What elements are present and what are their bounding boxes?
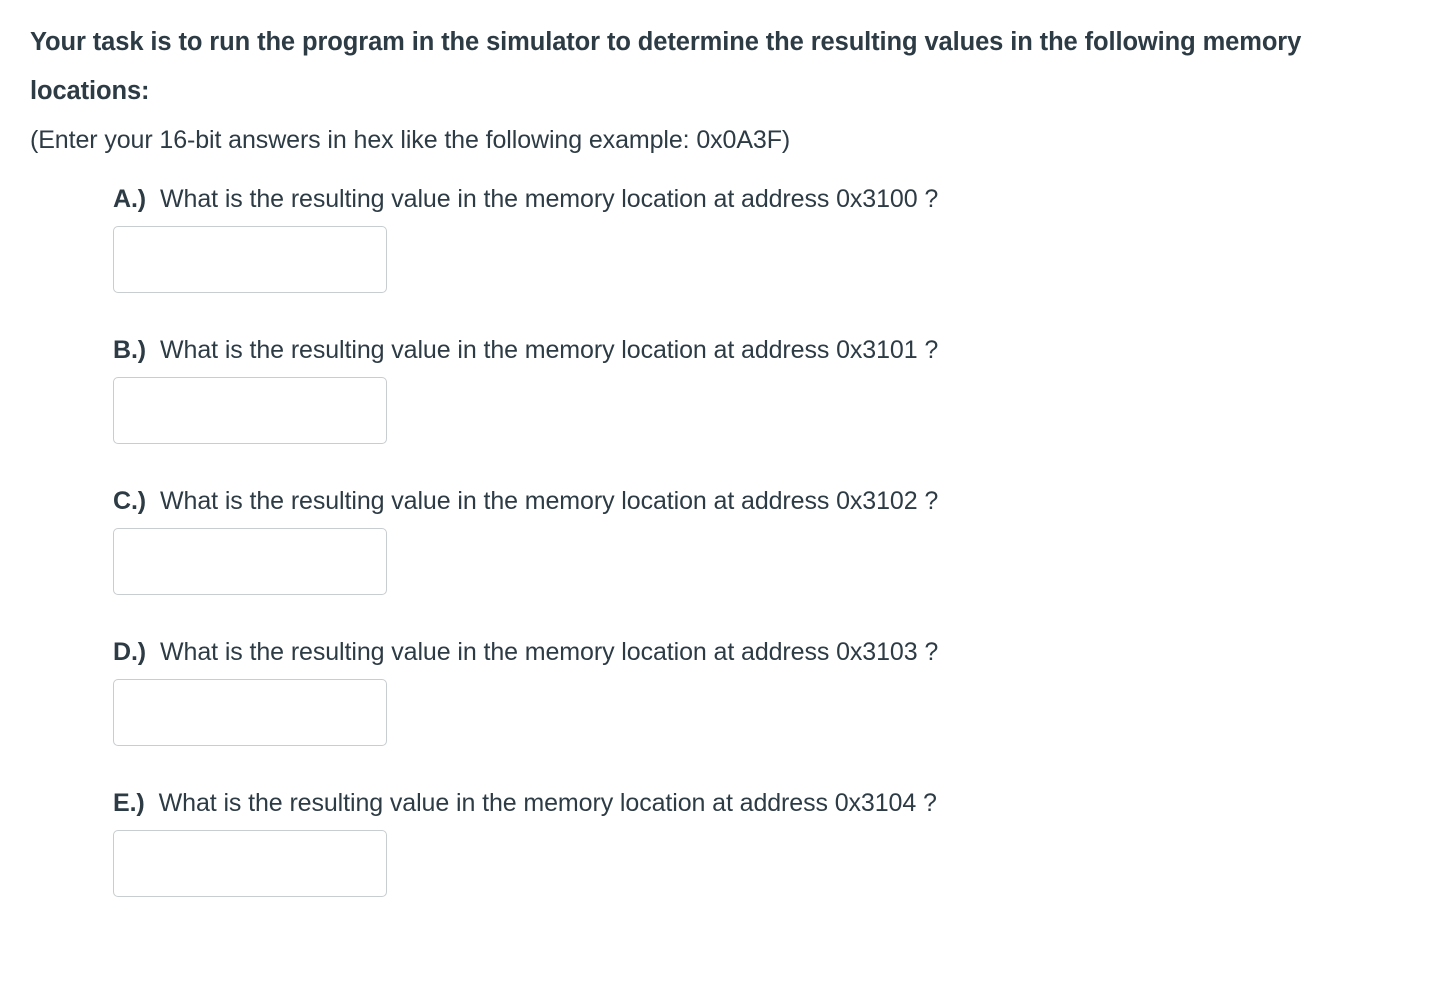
- question-text-e: What is the resulting value in the memor…: [158, 788, 937, 817]
- question-list: A.) What is the resulting value in the me…: [30, 184, 1420, 897]
- answer-input-c[interactable]: [113, 527, 387, 595]
- question-line: A.) What is the resulting value in the me…: [30, 184, 1420, 214]
- question-text-a: What is the resulting value in the memor…: [160, 184, 939, 213]
- question-text-b: What is the resulting value in the memor…: [160, 335, 939, 364]
- question-item-b: B.) What is the resulting value in the me…: [30, 335, 1420, 444]
- question-item-e: E.) What is the resulting value in the me…: [30, 788, 1420, 897]
- question-label-b: B.): [113, 335, 147, 364]
- answer-input-e[interactable]: [113, 829, 387, 897]
- question-line: E.) What is the resulting value in the me…: [30, 788, 1420, 818]
- answer-input-d[interactable]: [113, 678, 387, 746]
- question-item-d: D.) What is the resulting value in the me…: [30, 637, 1420, 746]
- question-line: B.) What is the resulting value in the me…: [30, 335, 1420, 365]
- question-item-a: A.) What is the resulting value in the me…: [30, 184, 1420, 293]
- page-title: Your task is to run the program in the s…: [30, 28, 1302, 105]
- question-label-a: A.): [113, 184, 147, 213]
- answer-format-note: (Enter your 16-bit answers in hex like t…: [30, 125, 791, 154]
- question-label-e: E.): [113, 788, 145, 817]
- question-label-c: C.): [113, 486, 147, 515]
- question-text-c: What is the resulting value in the memor…: [160, 486, 939, 515]
- question-item-c: C.) What is the resulting value in the me…: [30, 486, 1420, 595]
- answer-input-a[interactable]: [113, 225, 387, 293]
- question-line: D.) What is the resulting value in the me…: [30, 637, 1420, 667]
- question-label-d: D.): [113, 637, 147, 666]
- answer-input-b[interactable]: [113, 376, 387, 444]
- question-line: C.) What is the resulting value in the me…: [30, 486, 1420, 516]
- question-text-d: What is the resulting value in the memor…: [160, 637, 939, 666]
